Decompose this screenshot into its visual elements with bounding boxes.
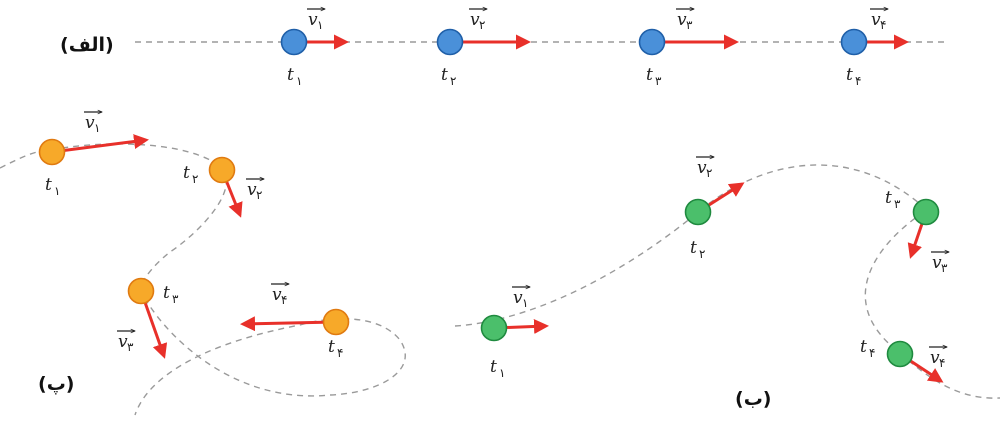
pe-particle-3	[127, 277, 155, 305]
svg-text:۲: ۲	[706, 166, 712, 180]
label-pe: (پ)	[38, 373, 74, 395]
svg-text:۳: ۳	[172, 292, 179, 306]
svg-text:۳: ۳	[655, 74, 662, 88]
svg-text:t: t	[183, 163, 190, 183]
svg-text:۳: ۳	[941, 261, 948, 275]
panel-be: (ب)	[454, 164, 1000, 410]
svg-text:v: v	[85, 113, 95, 133]
svg-text:t: t	[490, 357, 497, 377]
svg-text:v: v	[871, 10, 881, 30]
svg-text:۴: ۴	[869, 346, 875, 360]
pe-particle-2	[208, 156, 236, 184]
alef-particle-2	[436, 28, 464, 56]
svg-text:۴: ۴	[939, 356, 945, 370]
svg-text:۳: ۳	[127, 340, 134, 354]
svg-text:t: t	[646, 65, 653, 85]
svg-text:۴: ۴	[880, 18, 886, 32]
pe-velocity-arrow-4	[240, 316, 337, 332]
be-particle-2	[684, 198, 712, 226]
svg-text:v: v	[470, 10, 480, 30]
pe-velocity-arrow-1	[51, 134, 149, 154]
svg-text:۴: ۴	[281, 293, 287, 307]
pe-particle-4	[322, 308, 350, 336]
svg-text:۳: ۳	[686, 18, 693, 32]
svg-text:۱: ۱	[54, 184, 60, 198]
svg-text:t: t	[328, 337, 335, 357]
be-particle-3	[912, 198, 940, 226]
svg-text:t: t	[163, 283, 170, 303]
alef-particle-3	[638, 28, 666, 56]
be-particle-4	[886, 340, 914, 368]
svg-text:t: t	[846, 65, 853, 85]
svg-text:t: t	[441, 65, 448, 85]
svg-text:t: t	[885, 188, 892, 208]
svg-text:v: v	[118, 332, 128, 352]
svg-text:۴: ۴	[855, 74, 861, 88]
svg-text:v: v	[513, 288, 523, 308]
path-pe	[0, 143, 406, 416]
svg-text:۱: ۱	[296, 74, 302, 88]
svg-text:۳: ۳	[894, 197, 901, 211]
svg-text:۲: ۲	[450, 74, 456, 88]
svg-text:۱: ۱	[522, 296, 528, 310]
svg-text:۲: ۲	[256, 188, 262, 202]
svg-text:t: t	[45, 175, 52, 195]
alef-particle-1	[280, 28, 308, 56]
path-be	[454, 164, 1000, 399]
svg-text:۴: ۴	[337, 346, 343, 360]
svg-text:۱: ۱	[317, 18, 323, 32]
svg-text:v: v	[677, 10, 687, 30]
panel-pe: (پ)	[0, 143, 406, 416]
svg-text:t: t	[690, 238, 697, 258]
svg-text:t: t	[287, 65, 294, 85]
panel-alef: (الف)	[60, 34, 948, 56]
svg-text:۲: ۲	[192, 172, 198, 186]
label-be: (ب)	[735, 388, 771, 410]
label-alef: (الف)	[60, 34, 114, 56]
svg-text:v: v	[697, 158, 707, 178]
pe-particle-1	[38, 138, 66, 166]
svg-text:۱: ۱	[94, 121, 100, 135]
alef-particle-4	[840, 28, 868, 56]
svg-text:v: v	[308, 10, 318, 30]
svg-text:v: v	[932, 253, 942, 273]
svg-text:v: v	[272, 285, 282, 305]
svg-text:۲: ۲	[699, 247, 705, 261]
svg-text:۲: ۲	[479, 18, 485, 32]
svg-text:t: t	[860, 337, 867, 357]
svg-text:۱: ۱	[499, 366, 505, 380]
svg-text:v: v	[930, 348, 940, 368]
be-particle-1	[480, 314, 508, 342]
svg-text:v: v	[247, 180, 257, 200]
